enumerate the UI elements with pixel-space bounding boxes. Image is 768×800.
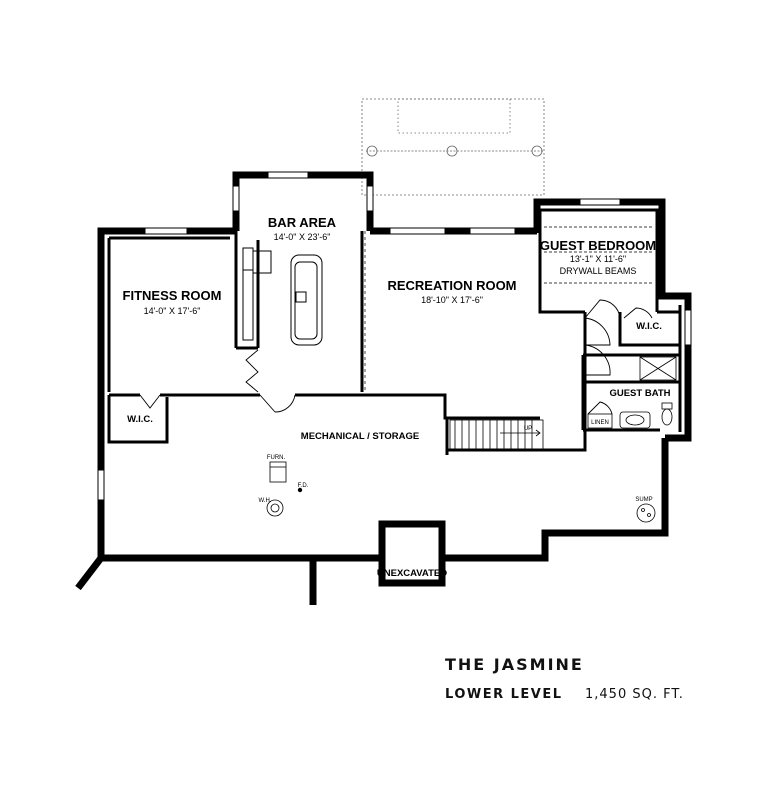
wic-left-label: W.I.C. <box>127 414 153 425</box>
unexcavated-label: UNEXCAVATED <box>377 568 447 579</box>
plan-title: THE JASMINE <box>445 655 584 674</box>
floor-plan: BAR AREA 14'-0" X 23'-6" FITNESS ROOM 14… <box>75 98 692 605</box>
bar-island <box>242 247 323 346</box>
floor-drain-label: F.D. <box>298 483 309 489</box>
linen-label: LINEN <box>591 420 609 426</box>
water-heater-label: W.H. <box>259 498 272 504</box>
deck <box>361 98 545 196</box>
room-labels: BAR AREA 14'-0" X 23'-6" FITNESS ROOM 14… <box>123 215 671 579</box>
fitness-room-name: FITNESS ROOM <box>123 288 222 303</box>
recreation-room-name: RECREATION ROOM <box>387 278 516 293</box>
bar-area-dim: 14'-0" X 23'-6" <box>274 232 331 242</box>
guest-bedroom-dim: 13'-1" X 11'-6" <box>570 254 626 264</box>
windows <box>97 171 692 501</box>
staircase <box>449 419 544 451</box>
guest-bedroom-note: DRYWALL BEAMS <box>560 266 637 276</box>
guest-bedroom-name: GUEST BEDROOM <box>540 238 656 253</box>
plan-level: LOWER LEVEL <box>445 687 563 702</box>
plan-area: 1,450 SQ. FT. <box>585 687 684 702</box>
guest-bath-label: GUEST BATH <box>609 388 670 399</box>
drywall-beams <box>544 226 653 284</box>
fitness-room-dim: 14'-0" X 17'-6" <box>144 306 201 316</box>
mechanical-label: MECHANICAL / STORAGE <box>301 431 419 442</box>
recreation-room-dim: 18'-10" X 17'-6" <box>421 295 483 305</box>
bar-area-name: BAR AREA <box>268 215 337 230</box>
sump-label: SUMP <box>635 497 652 503</box>
interior-walls <box>107 208 682 455</box>
mechanical-fixtures <box>266 461 656 523</box>
stair-up-label: UP <box>524 426 532 432</box>
bath-fixtures <box>587 356 677 429</box>
doors <box>139 299 653 415</box>
furnace-label: FURN. <box>267 455 286 461</box>
wic-right-label: W.I.C. <box>636 321 662 332</box>
